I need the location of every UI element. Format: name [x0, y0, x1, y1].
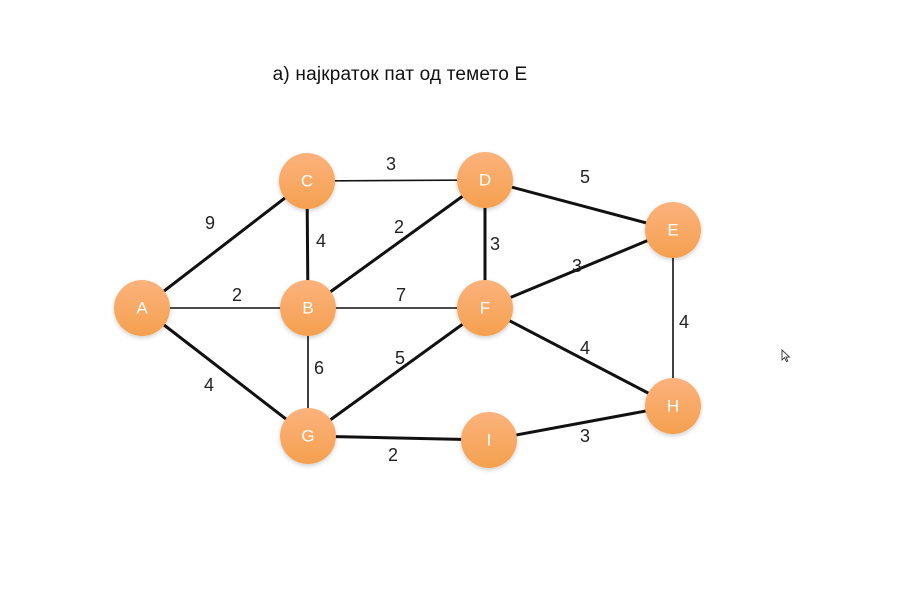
node-circle: [280, 280, 336, 336]
node-g: G: [280, 408, 336, 464]
node-a: A: [114, 280, 170, 336]
node-f: F: [457, 280, 513, 336]
edge-weight-f-e: 3: [572, 256, 582, 276]
edge-weight-e-h: 4: [679, 312, 689, 332]
node-d: D: [457, 152, 513, 208]
edge-f-h: [484, 306, 674, 408]
nodes-layer: C D E A B F G I H: [114, 152, 701, 468]
node-label: E: [667, 220, 678, 239]
node-label: I: [487, 430, 492, 449]
diagram-title: а) најкраток пат од темето Е: [272, 64, 528, 85]
edge-g-f: [307, 306, 486, 438]
edge-weight-d-e: 5: [580, 167, 590, 187]
node-circle: [279, 153, 335, 209]
node-circle: [114, 280, 170, 336]
edge-weight-g-i: 2: [388, 445, 398, 465]
edge-weight-b-f: 7: [396, 285, 406, 305]
node-h: H: [645, 378, 701, 434]
node-e: E: [645, 202, 701, 258]
node-i: I: [461, 412, 517, 468]
edge-weight-c-b: 4: [316, 231, 326, 251]
node-c: C: [279, 153, 335, 209]
edge-weight-d-f: 3: [490, 234, 500, 254]
edge-weight-a-b: 2: [232, 285, 242, 305]
edge-weight-c-d: 3: [386, 154, 396, 174]
node-circle: [457, 152, 513, 208]
edge-d-e: [484, 178, 674, 232]
edge-c-d: [306, 179, 486, 182]
edge-weight-i-h: 3: [580, 426, 590, 446]
edge-weight-a-g: 4: [204, 375, 214, 395]
edge-b-d: [307, 178, 486, 310]
edge-weights-layer: 9 3 5 4 2 3 3 2 7 4 6 5 4 4 2 3: [204, 154, 689, 465]
edge-i-h: [488, 404, 674, 442]
node-label: A: [136, 298, 148, 317]
edge-weight-a-c: 9: [205, 213, 215, 233]
node-label: F: [480, 298, 490, 317]
node-circle: [461, 412, 517, 468]
node-label: D: [479, 170, 491, 189]
node-circle: [645, 378, 701, 434]
node-label: C: [301, 171, 313, 190]
node-label: B: [302, 298, 313, 317]
edge-weight-f-h: 4: [580, 338, 590, 358]
mouse-cursor-icon: [781, 349, 791, 363]
node-label: G: [301, 426, 314, 445]
node-label: H: [667, 396, 679, 415]
node-b: B: [280, 280, 336, 336]
edge-a-c: [141, 179, 308, 310]
edge-a-g: [141, 306, 309, 438]
edge-g-i: [307, 434, 490, 442]
edges-layer: [141, 178, 674, 442]
node-circle: [645, 202, 701, 258]
edge-f-e: [484, 228, 674, 310]
node-circle: [280, 408, 336, 464]
edge-weight-b-g: 6: [314, 358, 324, 378]
edge-weight-g-f: 5: [395, 348, 405, 368]
node-circle: [457, 280, 513, 336]
edge-weight-b-d: 2: [394, 217, 404, 237]
